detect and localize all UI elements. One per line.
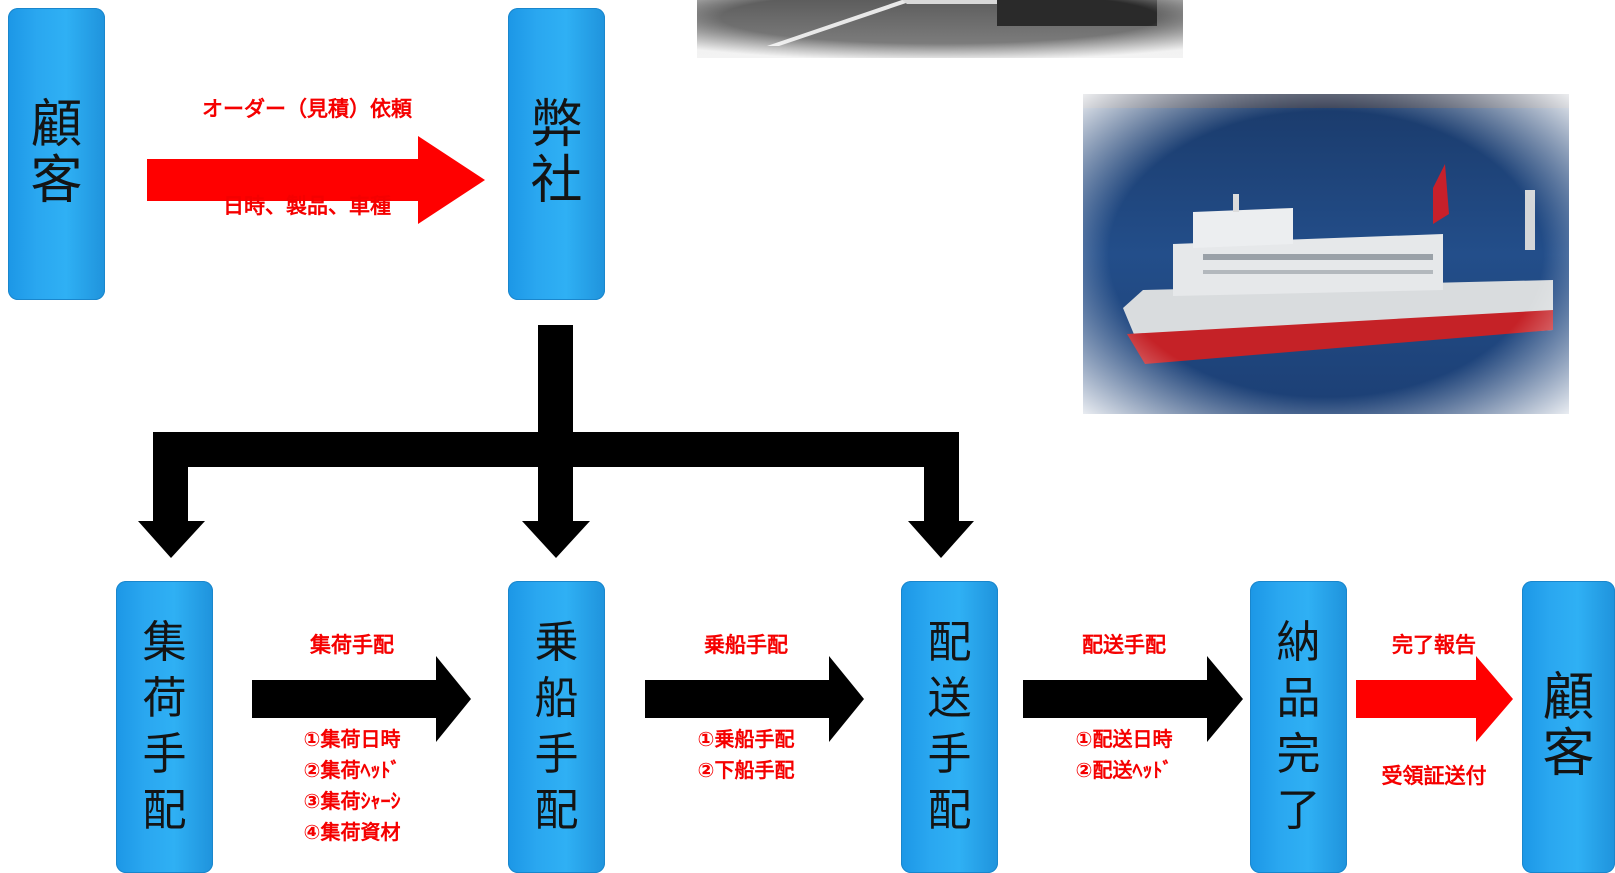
boarding-to-delivery-arrow: [645, 656, 864, 742]
box-char: 品: [1276, 673, 1321, 725]
delivery-arrange-label: 配送手配: [1082, 633, 1166, 657]
boarding-items-list: ①乗船手配 ②下船手配: [656, 724, 836, 786]
boarding-arrange-box: 乗 船 手 配: [508, 581, 605, 873]
box-char: 手: [142, 729, 187, 780]
box-char: 顧: [30, 95, 83, 156]
box-char: 荷: [142, 673, 187, 725]
delivery-items-list: ①配送日時 ②配送ﾍｯﾄﾞ: [1034, 724, 1214, 786]
parking-lot-photo: [697, 0, 1183, 58]
box-char: 顧: [1542, 668, 1595, 729]
boarding-arrange-label: 乗船手配: [704, 633, 788, 657]
delivery-arrange-box: 配 送 手 配: [901, 581, 998, 873]
collection-item: ①集荷日時: [303, 727, 401, 751]
order-request-label: オーダー（見積）依頼: [202, 97, 412, 121]
box-char: 集: [142, 617, 187, 669]
collection-to-boarding-arrow: [252, 656, 471, 742]
box-char: 手: [927, 729, 972, 780]
box-char: 船: [534, 673, 579, 725]
box-char: 配: [534, 784, 579, 836]
box-char: 納: [1276, 617, 1321, 669]
collection-item: ②集荷ﾍｯﾄﾞ: [303, 758, 401, 782]
delivery-to-done-arrow: [1023, 656, 1243, 742]
box-char: 社: [530, 151, 583, 211]
collection-arrange-label: 集荷手配: [310, 633, 394, 657]
box-char: 客: [1542, 724, 1595, 784]
collection-item: ③集荷ｼｬｰｼ: [303, 789, 401, 813]
box-char: 送: [927, 673, 972, 725]
customer-box-end: 顧 客: [1522, 581, 1615, 873]
company-box: 弊 社: [508, 8, 605, 300]
box-char: 配: [142, 784, 187, 836]
customer-box-top: 顧 客: [8, 8, 105, 300]
done-to-customer-arrow: [1356, 656, 1513, 742]
collection-items-list: ①集荷日時 ②集荷ﾍｯﾄﾞ ③集荷ｼｬｰｼ ④集荷資材: [262, 724, 442, 848]
box-char: 乗: [534, 617, 579, 669]
order-details-label: 日時、製品、車種: [223, 194, 391, 218]
box-char: 手: [534, 729, 579, 780]
boarding-item: ②下船手配: [697, 758, 795, 782]
order-arrow: [147, 136, 485, 224]
boarding-item: ①乗船手配: [697, 727, 795, 751]
box-char: 配: [927, 784, 972, 836]
receipt-sent-label: 受領証送付: [1381, 764, 1487, 788]
delivery-item: ②配送ﾍｯﾄﾞ: [1075, 758, 1173, 782]
box-char: 客: [30, 151, 83, 211]
delivery-complete-box: 納 品 完 了: [1250, 581, 1347, 873]
box-char: 配: [927, 617, 972, 669]
collection-arrange-box: 集 荷 手 配: [116, 581, 213, 873]
box-char: 完: [1276, 729, 1321, 780]
collection-item: ④集荷資材: [303, 820, 401, 844]
box-char: 弊: [530, 95, 583, 156]
distribution-arrows: [138, 325, 974, 558]
delivery-item: ①配送日時: [1075, 727, 1173, 751]
completion-report-label: 完了報告: [1392, 633, 1476, 657]
roro-ship-photo: [1083, 94, 1569, 414]
box-char: 了: [1276, 784, 1321, 836]
